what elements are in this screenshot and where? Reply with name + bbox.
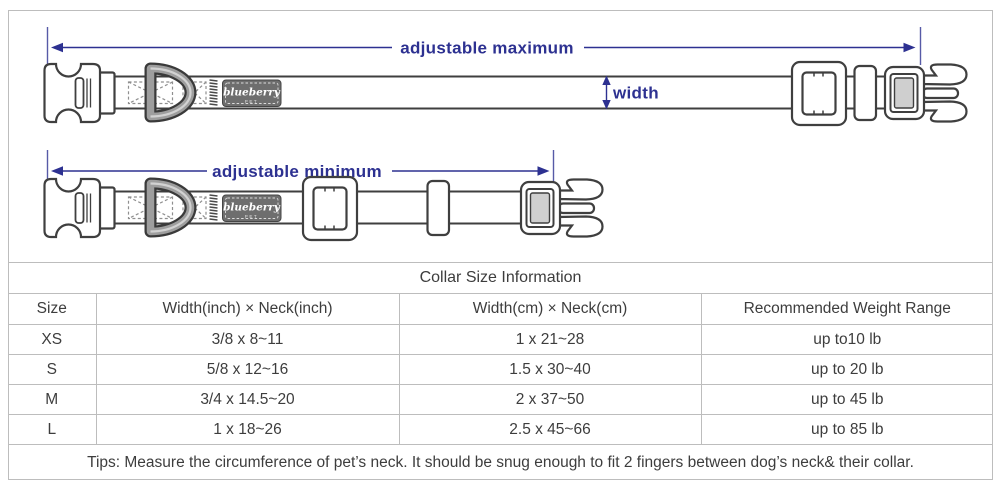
cell-width-cm: 1 x 21~28	[398, 324, 701, 355]
cell-weight: up to 45 lb	[700, 384, 993, 415]
column-header-width-inch: Width(inch) × Neck(inch)	[95, 293, 399, 325]
table-row-l: L 1 x 18~26 2.5 x 45~66 up to 85 lb	[8, 414, 993, 445]
collar-size-table: Collar Size Information Size Width(inch)…	[8, 262, 993, 480]
table-title-row: Collar Size Information	[8, 262, 993, 294]
cell-weight: up to 85 lb	[700, 414, 993, 445]
cell-weight: up to 20 lb	[700, 354, 993, 385]
cell-width-inch: 5/8 x 12~16	[95, 354, 399, 385]
cell-weight: up to10 lb	[700, 324, 993, 355]
outer-border	[8, 10, 993, 480]
cell-width-inch: 1 x 18~26	[95, 414, 399, 445]
cell-size: M	[8, 384, 96, 415]
cell-size: S	[8, 354, 96, 385]
column-header-weight: Recommended Weight Range	[700, 293, 993, 325]
tips-text: Tips: Measure the circumference of pet’s…	[87, 453, 914, 471]
collar-diagram-max: adjustable maximum width	[45, 27, 968, 125]
cell-width-cm: 1.5 x 30~40	[398, 354, 701, 385]
table-row-s: S 5/8 x 12~16 1.5 x 30~40 up to 20 lb	[8, 354, 993, 385]
max-dimension-arrow	[51, 42, 916, 53]
collar-diagrams: blueberry PET	[0, 27, 968, 265]
width-dimension-arrow	[602, 75, 611, 110]
adjustable-maximum-label: adjustable maximum	[400, 39, 574, 58]
collar-diagram-min: adjustable minimum	[45, 150, 604, 240]
cell-width-inch: 3/8 x 8~11	[95, 324, 399, 355]
table-title: Collar Size Information	[8, 262, 993, 294]
adjustable-minimum-label: adjustable minimum	[212, 162, 382, 181]
cell-width-cm: 2 x 37~50	[398, 384, 701, 415]
table-row-m: M 3/4 x 14.5~20 2 x 37~50 up to 45 lb	[8, 384, 993, 415]
cell-width-inch: 3/4 x 14.5~20	[95, 384, 399, 415]
table-tips-row: Tips: Measure the circumference of pet’s…	[8, 445, 993, 481]
column-header-width-cm: Width(cm) × Neck(cm)	[398, 293, 701, 325]
cell-size: XS	[8, 324, 96, 355]
cell-size: L	[8, 414, 96, 445]
column-header-size: Size	[8, 293, 96, 325]
table-row-xs: XS 3/8 x 8~11 1 x 21~28 up to10 lb	[8, 324, 993, 355]
cell-width-cm: 2.5 x 45~66	[398, 414, 701, 445]
table-header-row: Size Width(inch) × Neck(inch) Width(cm) …	[8, 293, 993, 325]
min-dimension-arrow	[51, 166, 550, 176]
width-label: width	[612, 84, 659, 103]
